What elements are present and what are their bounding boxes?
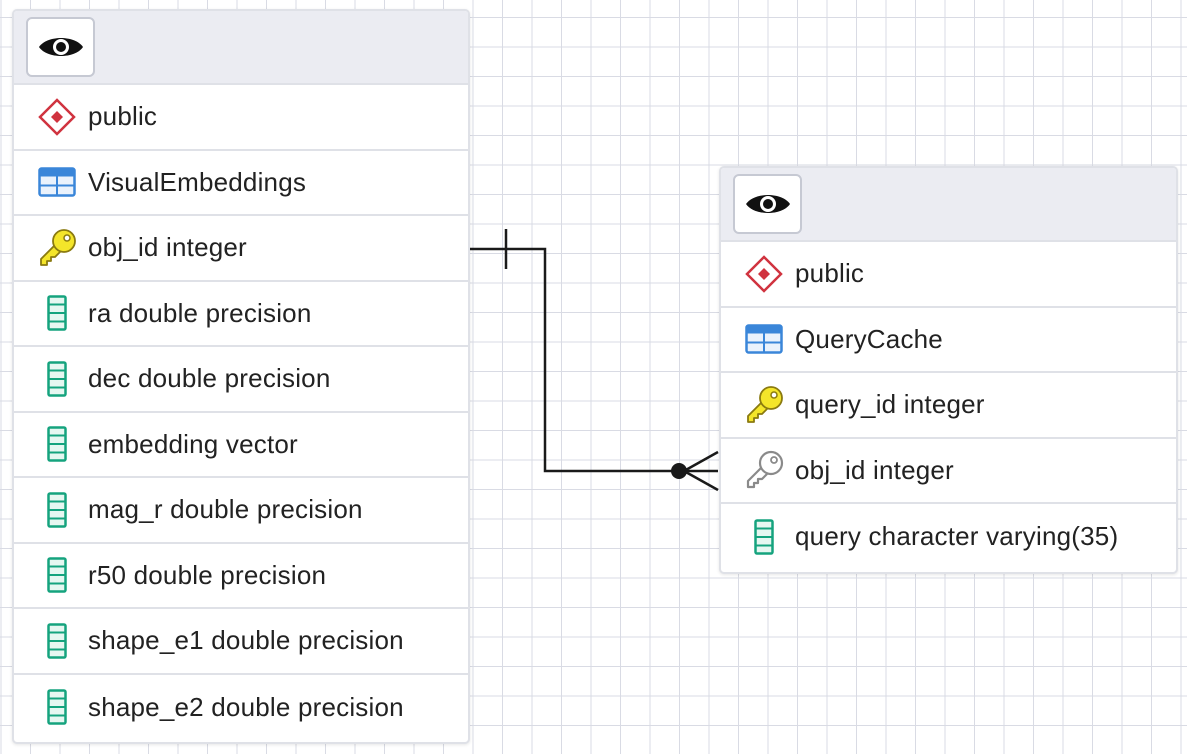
column-label: shape_e2 double precision — [88, 691, 404, 722]
column-label: embedding vector — [88, 428, 298, 459]
column-row[interactable]: query character varying(35) — [721, 504, 1176, 570]
crowfoot-lower — [683, 469, 719, 492]
column-icon — [34, 689, 80, 725]
crowfoot-upper — [683, 450, 719, 473]
column-icon — [34, 361, 80, 397]
table-header — [721, 168, 1176, 242]
eye-button[interactable] — [733, 174, 802, 234]
column-label: query character varying(35) — [795, 521, 1119, 552]
column-label: ra double precision — [88, 297, 312, 328]
table-icon — [34, 167, 80, 197]
table-header — [14, 11, 468, 85]
schema-name: public — [795, 258, 865, 289]
column-row[interactable]: shape_e2 double precision — [14, 675, 468, 741]
column-label: shape_e1 double precision — [88, 625, 404, 656]
column-row[interactable]: mag_r double precision — [14, 478, 468, 544]
column-label: dec double precision — [88, 363, 331, 394]
zero-end-marker — [671, 463, 687, 479]
column-row[interactable]: shape_e1 double precision — [14, 609, 468, 675]
primary-key-icon — [741, 385, 787, 425]
column-row[interactable]: r50 double precision — [14, 544, 468, 609]
column-icon — [34, 623, 80, 659]
table-node-visualembeddings[interactable]: public VisualEmbeddings obj_id integer — [12, 9, 470, 744]
table-name-row[interactable]: QueryCache — [721, 308, 1176, 373]
schema-name: public — [88, 101, 158, 132]
foreign-key-icon — [741, 450, 787, 490]
schema-icon — [34, 97, 80, 136]
column-row[interactable]: query_id integer — [721, 373, 1176, 439]
column-label: query_id integer — [795, 389, 985, 420]
table-icon — [741, 324, 787, 354]
column-label: mag_r double precision — [88, 494, 363, 525]
eye-button[interactable] — [26, 17, 95, 77]
column-icon — [34, 295, 80, 331]
table-name: VisualEmbeddings — [88, 166, 307, 197]
column-row[interactable]: dec double precision — [14, 347, 468, 413]
eye-icon — [745, 195, 790, 213]
column-label: obj_id integer — [88, 232, 247, 263]
column-row[interactable]: obj_id integer — [721, 439, 1176, 504]
schema-row[interactable]: public — [721, 242, 1176, 308]
schema-icon — [741, 254, 787, 293]
column-icon — [34, 557, 80, 593]
table-node-querycache[interactable]: public QueryCache query_id integer — [719, 166, 1178, 574]
column-icon — [34, 492, 80, 528]
column-icon — [741, 519, 787, 555]
table-name-row[interactable]: VisualEmbeddings — [14, 151, 468, 216]
column-label: obj_id integer — [795, 454, 954, 485]
primary-key-icon — [34, 228, 80, 268]
column-row[interactable]: obj_id integer — [14, 216, 468, 282]
schema-row[interactable]: public — [14, 85, 468, 151]
eye-icon — [38, 38, 83, 56]
column-row[interactable]: ra double precision — [14, 282, 468, 347]
column-icon — [34, 426, 80, 462]
column-row[interactable]: embedding vector — [14, 413, 468, 478]
column-label: r50 double precision — [88, 559, 327, 590]
table-name: QueryCache — [795, 323, 943, 354]
relationship-line[interactable] — [470, 247, 718, 473]
